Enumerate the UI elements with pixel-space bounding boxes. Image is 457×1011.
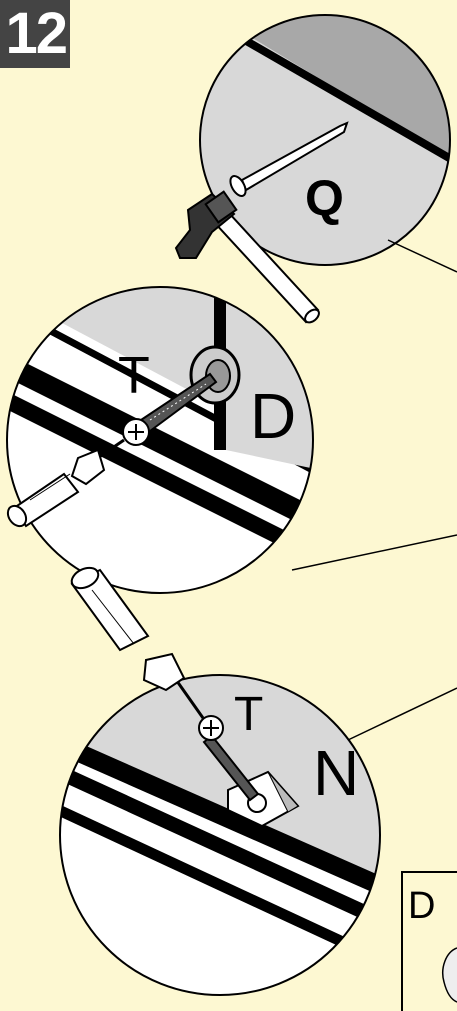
label-inset-d: D — [408, 885, 435, 927]
dowel-screw-detail-circle: T D — [0, 280, 457, 610]
leader-line-bottom — [348, 688, 457, 740]
label-bracket-n: N — [313, 737, 359, 809]
label-screw-t-top: T — [118, 347, 150, 405]
leader-line-top — [388, 240, 457, 272]
leader-line-middle — [292, 535, 457, 570]
label-dowel-d: D — [250, 380, 296, 452]
label-nail-q: Q — [305, 170, 344, 226]
label-screw-t-bottom: T — [234, 688, 263, 741]
bracket-screw-detail-circle: T N — [50, 564, 457, 1000]
nail-detail-circle: Q — [176, 0, 457, 325]
inset-detail-box: D — [402, 872, 457, 1011]
